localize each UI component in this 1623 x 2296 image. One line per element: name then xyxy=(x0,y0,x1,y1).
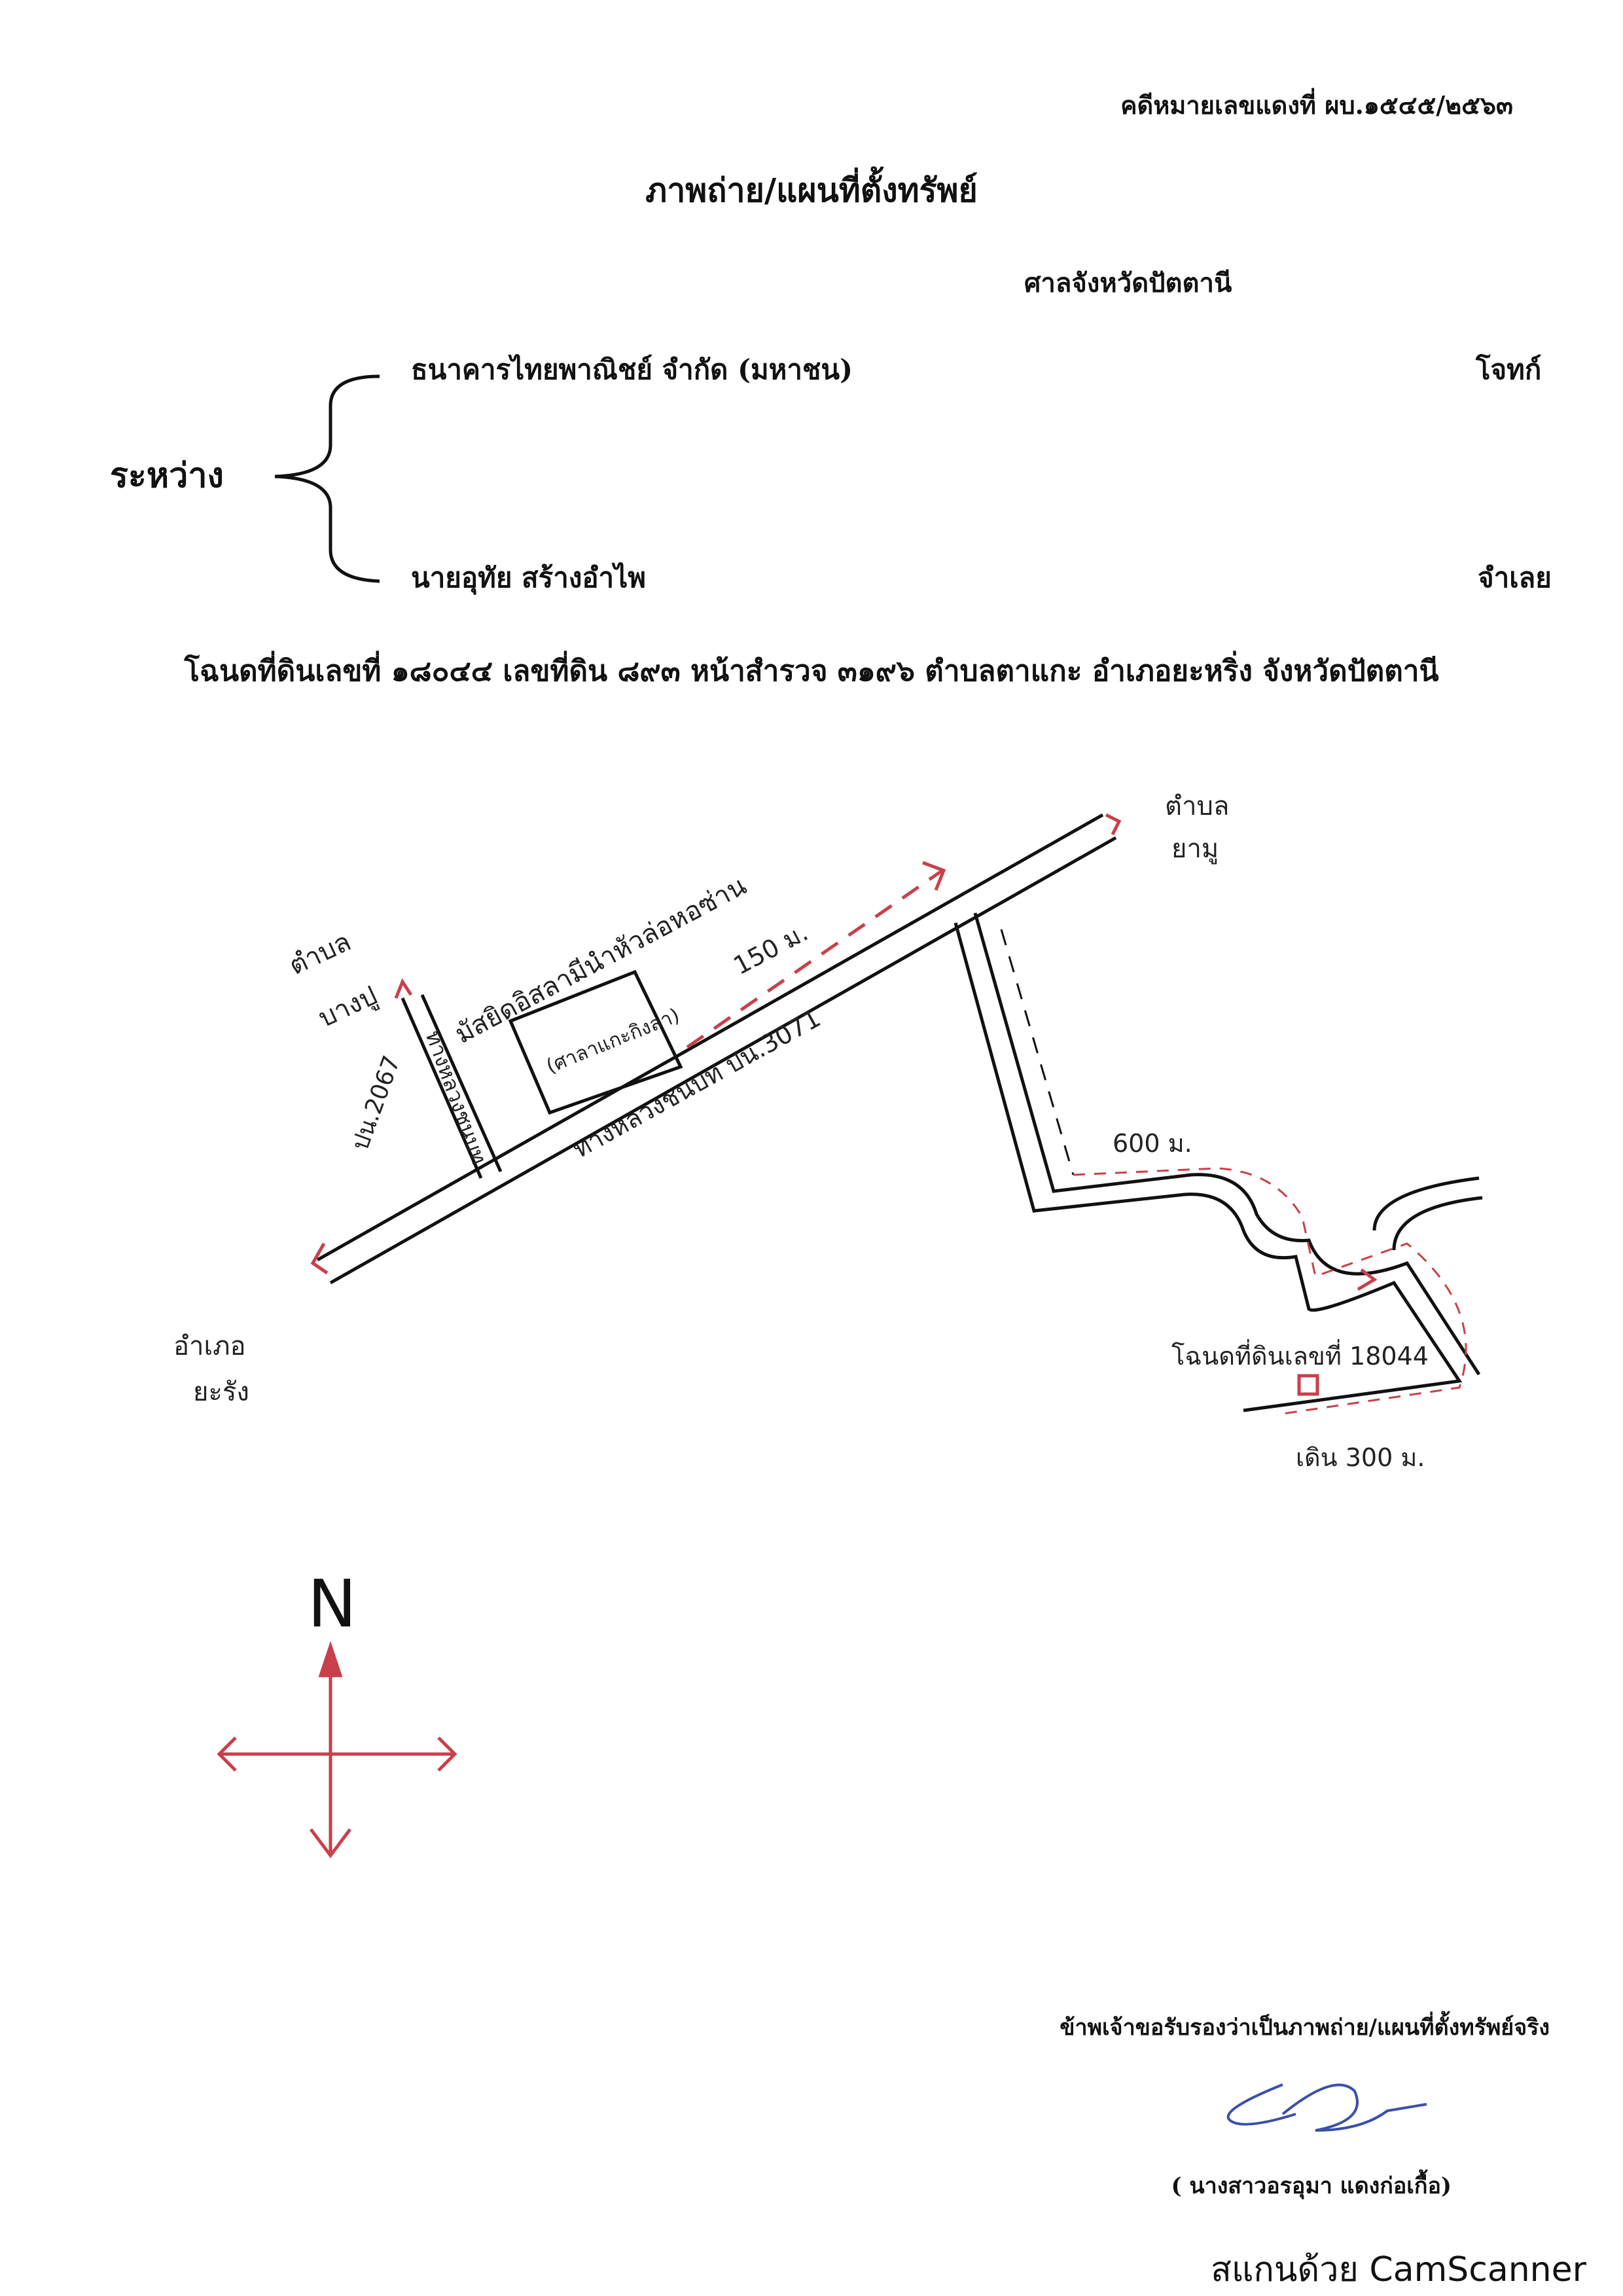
top-left-label-1: ตำบล xyxy=(285,927,356,981)
scanner-watermark: สแกนด้วย CamScanner xyxy=(1211,2250,1586,2289)
direction-arrows xyxy=(310,813,1378,1396)
top-left-label-2: บางปู xyxy=(314,980,382,1033)
signer-name: ( นางสาวอรอุมา แดงก่อเกื้อ) xyxy=(1171,2173,1452,2199)
side-road xyxy=(401,994,503,1179)
defendant-name: นายอุทัย สร้างอำไพ xyxy=(411,562,646,594)
north-label: N xyxy=(308,1566,357,1642)
deed-description: โฉนดที่ดินเลขที่ ๑๘๐๔๔ เลขที่ดิน ๘๙๓ หน้… xyxy=(184,655,1439,688)
winding-road xyxy=(954,912,1483,1412)
main-road xyxy=(316,813,1117,1285)
deed-map-label: โฉนดที่ดินเลขที่ 18044 xyxy=(1171,1339,1429,1371)
distance-300: เดิน 300 ม. xyxy=(1296,1443,1425,1472)
landmark-label: (ศาลาแกะกิงลา) xyxy=(543,1004,683,1078)
route-dashes-red xyxy=(1073,1167,1467,1415)
top-right-label-2: ยามู xyxy=(1171,834,1219,864)
court-name: ศาลจังหวัดปัตตานี xyxy=(1024,268,1232,298)
side-road-label: ปน.2067 xyxy=(347,1052,406,1154)
route-dashes xyxy=(1000,929,1075,1175)
certification-text: ข้าพเจ้าขอรับรองว่าเป็นภาพถ่าย/แผนที่ตั้… xyxy=(1060,2015,1550,2041)
top-right-label-1: ตำบล xyxy=(1165,791,1229,821)
case-number: คดีหมายเลขแดงที่ ผบ.๑๕๔๕/๒๕๖๓ xyxy=(1120,90,1513,120)
between-label: ระหว่าง xyxy=(110,456,224,495)
mosque-outline xyxy=(508,969,683,1115)
bottom-left-label-1: อำเภอ xyxy=(173,1331,246,1361)
plaintiff-role: โจทก์ xyxy=(1476,353,1542,386)
signature xyxy=(1226,2083,1427,2132)
side-road-name: ทางหลวงชนบท xyxy=(420,1028,491,1168)
mosque-label: มัสยิดอิสลามีนำหัวล่อหอซ่าน xyxy=(450,870,751,1050)
party-brace xyxy=(274,374,380,583)
plaintiff-name: ธนาคารไทยพาณิชย์ จำกัด (มหาชน) xyxy=(411,353,853,386)
bottom-left-label-2: ยะรัง xyxy=(193,1377,249,1407)
main-road-label: ทางหลวงชนบท ปน.3071 xyxy=(568,1003,825,1164)
document-title: ภาพถ่าย/แผนที่ตั้งทรัพย์ xyxy=(645,171,978,209)
distance-600: 600 ม. xyxy=(1113,1129,1192,1158)
property-marker xyxy=(1297,1374,1319,1396)
north-compass xyxy=(217,1641,457,1859)
defendant-role: จำเลย xyxy=(1478,562,1552,594)
